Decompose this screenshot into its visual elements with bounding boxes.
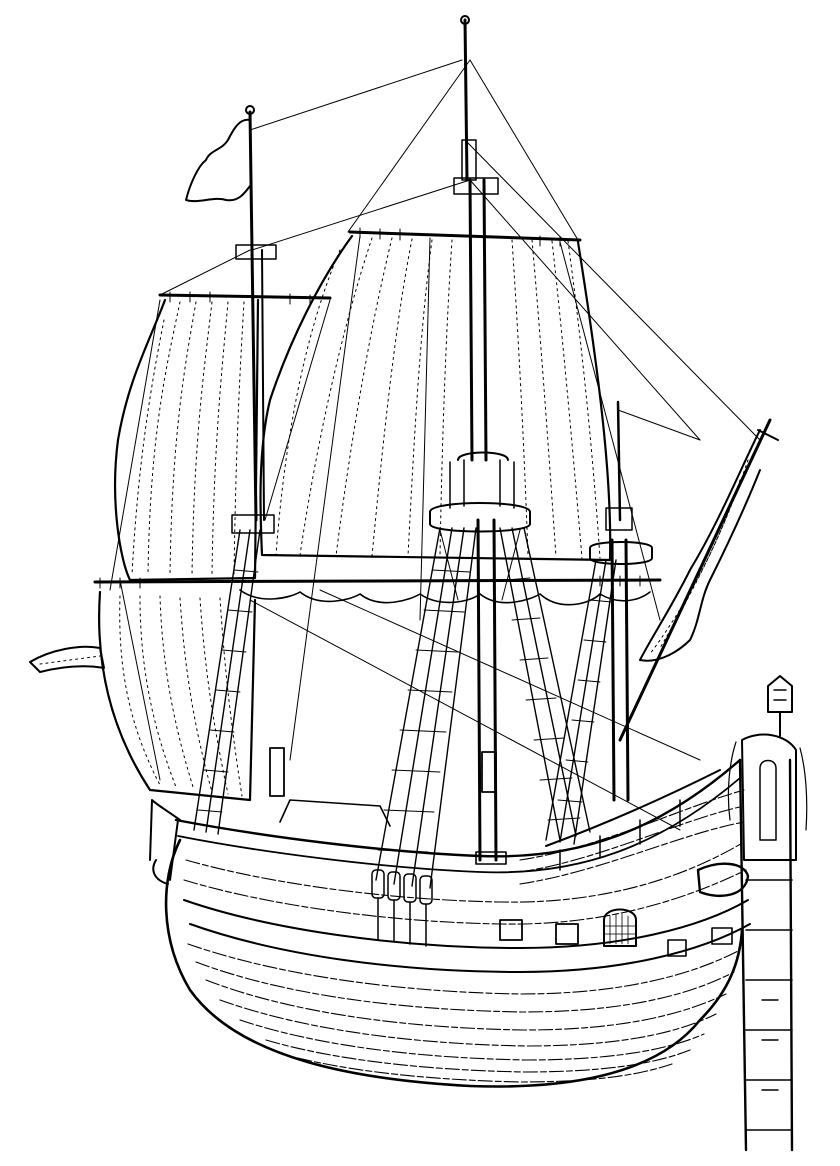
stern-post [738,758,794,1152]
mizzen-shrouds [193,529,261,835]
main-top [429,451,531,601]
main-shrouds [375,527,591,889]
cabin-window [603,908,637,947]
stern-lantern [767,675,793,737]
fore-top [589,541,653,565]
mizzen-sail [113,298,260,582]
flag [185,118,251,203]
mizzen-upper-yard [158,291,332,305]
gun-port-1 [499,919,523,941]
main-topsail [259,234,612,562]
deck-capstan [269,747,507,865]
deadeyes [371,869,433,947]
gun-port-2 [555,923,579,945]
rigging-lines [109,59,761,831]
left-pennant-sail [29,645,105,673]
main-mast [453,15,499,862]
hull [164,758,751,1088]
bow-beakhead [149,799,181,885]
stern-window-2 [711,927,733,945]
stern-carving [727,733,808,861]
stern-gallery [696,862,750,898]
fore-shrouds [545,559,617,845]
spritsail [639,429,761,662]
mizzen-mast [231,105,277,534]
stern-window-1 [667,939,687,957]
main-lower-yard [93,575,662,589]
main-upper-yard [348,227,582,247]
lower-left-sail [98,590,257,802]
bowsprit [618,418,779,742]
